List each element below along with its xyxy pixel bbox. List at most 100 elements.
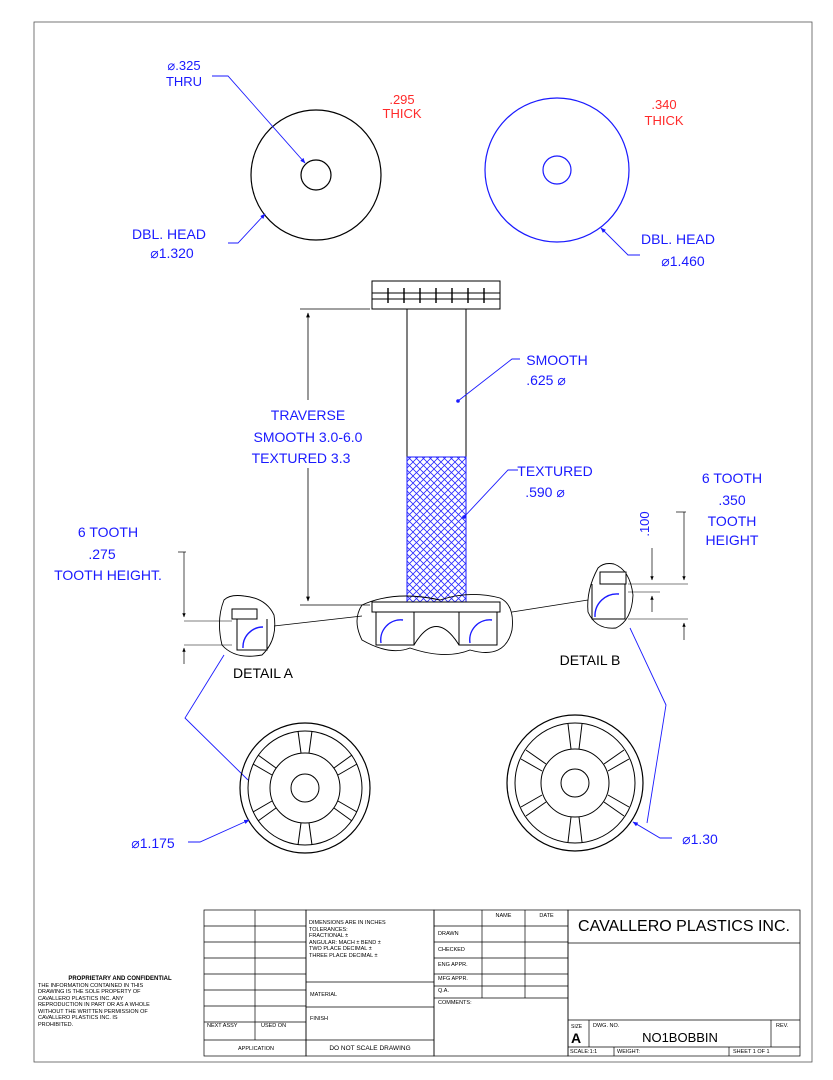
textured-dim: .590 ⌀ xyxy=(525,484,565,500)
dwg-no-label: DWG. NO. xyxy=(593,1023,620,1029)
tolerance-line: FRACTIONAL ± xyxy=(309,933,349,939)
left-thick-label: THICK xyxy=(383,106,422,121)
traverse-textured: TEXTURED 3.3 xyxy=(252,450,351,466)
role-mfg-appr: MFG APPR. xyxy=(438,976,468,982)
detail-a-connector xyxy=(273,615,363,627)
left-head-label: DBL. HEAD xyxy=(132,226,206,242)
top-left-end-view: ⌀.325 THRU .295 THICK DBL. HEAD ⌀1.320 xyxy=(132,58,422,261)
head-outer-circle xyxy=(250,109,382,241)
traverse-label: TRAVERSE xyxy=(271,407,345,423)
detail-b-link xyxy=(629,627,667,824)
tolerance-line: ANGULAR: MACH ± BEND ± xyxy=(309,939,381,946)
bottom-right-end-view: ⌀1.30 xyxy=(506,714,718,852)
sheet-label: SHEET 1 OF 1 xyxy=(733,1049,770,1055)
detail-a-label: DETAIL A xyxy=(233,665,294,681)
size-value: A xyxy=(571,1030,582,1046)
dwg-no: NO1BOBBIN xyxy=(642,1030,718,1045)
application-label: APPLICATION xyxy=(238,1046,274,1052)
rev-label: REV. xyxy=(776,1023,789,1029)
proprietary-notice: PROPRIETARY AND CONFIDENTIAL THE INFORMA… xyxy=(38,976,202,1028)
used-on-label: USED ON xyxy=(261,1023,287,1029)
proprietary-line: DRAWING IS THE SOLE PROPERTY OF xyxy=(38,989,141,995)
detail-a-tooth-top xyxy=(231,608,258,620)
right-head-outer-circle xyxy=(484,97,630,243)
detail-a: 6 TOOTH .275 TOOTH HEIGHT. DETAIL A xyxy=(54,524,363,781)
name-header: NAME xyxy=(495,913,512,919)
tolerance-line: THREE PLACE DECIMAL ± xyxy=(309,952,378,959)
role-drawn: DRAWN xyxy=(438,931,459,937)
textured-label: TEXTURED xyxy=(517,463,592,479)
bottom-tooth-right xyxy=(469,619,493,644)
bottom-left-leader xyxy=(188,819,250,843)
scale-label: SCALE:1:1 xyxy=(570,1049,598,1055)
head-leader xyxy=(228,213,266,244)
detail-b-tooth-note2: HEIGHT xyxy=(706,532,759,548)
hole-note: THRU xyxy=(166,74,202,89)
textured-section xyxy=(406,456,467,603)
proprietary-line: CAVALLERO PLASTICS INC. ANY xyxy=(38,995,124,1002)
smooth-leader-dot xyxy=(456,399,460,403)
proprietary-line: CAVALLERO PLASTICS INC. IS xyxy=(38,1015,118,1021)
proprietary-line: WITHOUT THE WRITTEN PERMISSION OF xyxy=(38,1008,148,1015)
hole-dim-text: ⌀.325 xyxy=(167,58,200,73)
detail-b-body xyxy=(591,584,626,620)
date-header: DATE xyxy=(539,913,554,919)
hole-leader xyxy=(212,75,306,164)
smooth-leader xyxy=(457,358,520,402)
bottom-left-dim: ⌀1.175 xyxy=(131,835,175,851)
role-qa: Q.A. xyxy=(438,988,450,994)
detail-b-small-dim: .100 xyxy=(637,511,652,536)
sheet-border xyxy=(33,21,813,1063)
traverse-smooth: SMOOTH 3.0-6.0 xyxy=(254,429,363,445)
detail-a-tooth-arc xyxy=(242,626,264,649)
bottom-hub-left xyxy=(375,612,415,646)
company-name: CAVALLERO PLASTICS INC. xyxy=(578,918,790,935)
bottom-arch xyxy=(413,626,460,646)
proprietary-line: REPRODUCTION IN PART OR AS A WHOLE xyxy=(38,1002,150,1008)
bottom-right-leader xyxy=(632,821,672,839)
detail-a-tooth-note: TOOTH HEIGHT. xyxy=(54,567,162,583)
bottom-right-spokes xyxy=(520,723,630,843)
next-assy-label: NEXT ASSY xyxy=(207,1023,238,1029)
right-head-leader xyxy=(600,227,640,256)
proprietary-title: PROPRIETARY AND CONFIDENTIAL xyxy=(68,976,172,982)
bottom-detail-boundary xyxy=(356,594,513,655)
finish-label: FINISH xyxy=(310,1016,329,1022)
tolerance-line: DIMENSIONS ARE IN INCHES xyxy=(309,920,386,926)
detail-b-boundary xyxy=(587,563,634,629)
bottom-tooth-left xyxy=(380,619,404,644)
diameter-symbol: ⌀ xyxy=(167,58,175,73)
role-checked: CHECKED xyxy=(438,947,465,953)
left-thick-dim: .295 xyxy=(389,92,414,107)
proprietary-line: PROHIBITED. xyxy=(38,1021,74,1028)
smooth-dim: .625 ⌀ xyxy=(526,372,566,388)
right-thick-dim: .340 xyxy=(651,97,676,112)
bottom-right-dim: ⌀1.30 xyxy=(682,831,718,847)
bottom-flange xyxy=(371,601,501,613)
material-label: MATERIAL xyxy=(310,992,338,998)
tolerances-block: DIMENSIONS ARE IN INCHES TOLERANCES: FRA… xyxy=(309,920,433,959)
detail-b-connector xyxy=(511,599,589,613)
detail-b-tooth-count: 6 TOOTH xyxy=(702,470,762,486)
detail-b-tooth-arc xyxy=(594,593,620,618)
detail-a-boundary xyxy=(219,595,276,657)
right-head-dim: ⌀1.460 xyxy=(661,253,705,269)
right-head-label: DBL. HEAD xyxy=(641,231,715,247)
detail-b-label: DETAIL B xyxy=(560,652,621,668)
top-flange-teeth xyxy=(387,288,485,303)
detail-a-tooth-count: 6 TOOTH xyxy=(78,524,138,540)
top-right-end-view: .340 THICK DBL. HEAD ⌀1.460 xyxy=(484,97,715,269)
detail-b: .100 6 TOOTH .350 TOOTH HEIGHT DETAIL B xyxy=(511,470,762,824)
title-block-grid xyxy=(203,909,801,1057)
left-head-dim: ⌀1.320 xyxy=(150,245,194,261)
do-not-scale-label: DO NOT SCALE DRAWING xyxy=(329,1045,411,1052)
bottom-left-end-view: ⌀1.175 xyxy=(131,722,371,854)
bottom-hub-right xyxy=(458,612,498,646)
role-eng-appr: ENG APPR. xyxy=(438,962,468,968)
detail-a-tooth-dim: .275 xyxy=(88,546,115,562)
tolerance-line: TWO PLACE DECIMAL ± xyxy=(309,946,372,952)
comments-label: COMMENTS: xyxy=(438,1000,472,1006)
weight-label: WEIGHT: xyxy=(617,1049,640,1055)
right-hole-circle xyxy=(542,155,572,185)
